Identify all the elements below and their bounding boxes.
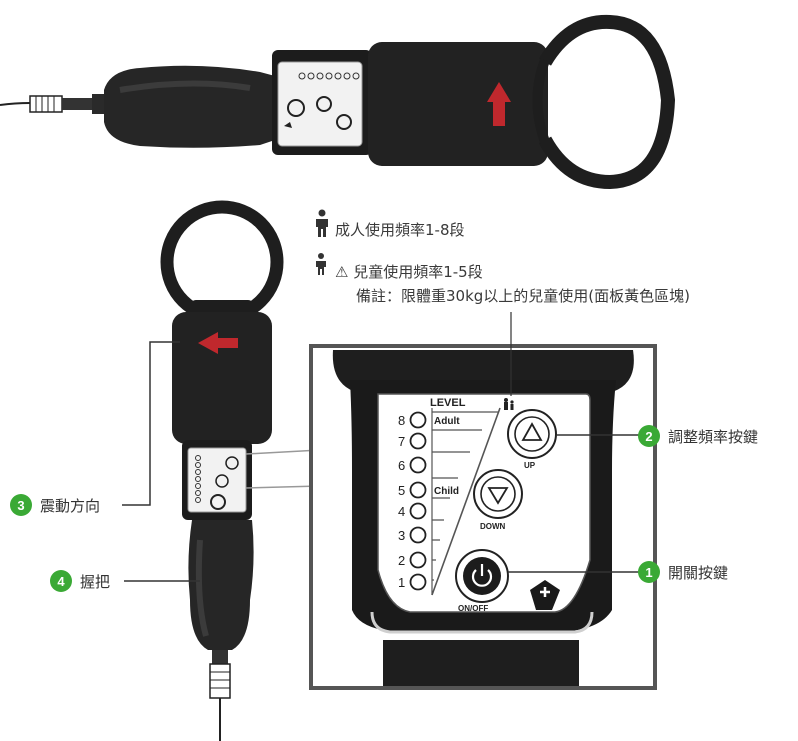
device-vertical — [160, 200, 284, 741]
level-number-7: 7 — [398, 434, 405, 449]
up-button[interactable] — [507, 409, 557, 459]
callout-power: 1 開關按鍵 — [638, 561, 728, 583]
down-label: DOWN — [480, 522, 506, 531]
callout-line-3 — [122, 341, 180, 506]
child-person-icon — [316, 253, 326, 275]
cable-top — [0, 102, 31, 106]
device-horizontal — [0, 14, 676, 190]
legend-adult-text: 成人使用頻率1-8段 — [335, 221, 465, 239]
callout-adjust: 2 調整頻率按鍵 — [638, 425, 758, 447]
adult-person-icon — [316, 209, 328, 237]
level-ladder — [432, 411, 498, 581]
device-body-left — [172, 312, 272, 444]
level-number-6: 6 — [398, 458, 405, 473]
legend-note-text: 備註：限體重30kg以上的兒童使用(面板黃色區塊) — [356, 287, 691, 305]
led-column — [409, 411, 427, 591]
ring-top — [538, 14, 676, 190]
device-body-top — [368, 42, 548, 166]
level-title: LEVEL — [430, 397, 466, 409]
callout-label: 調整頻率按鍵 — [668, 427, 759, 446]
power-label: ON/OFF — [458, 604, 488, 613]
callout-label: 握把 — [80, 572, 111, 591]
zoom-panel: 8 7 6 5 4 3 2 1 LEVEL Adult Child UP — [332, 350, 634, 686]
zoom-line-lower — [245, 485, 321, 489]
level-number-2: 2 — [398, 553, 405, 568]
callout-badge: 2 — [638, 425, 660, 447]
callout-badge: 4 — [50, 570, 72, 592]
callout-label: 開關按鍵 — [668, 563, 729, 582]
brand-logo-icon — [530, 580, 560, 610]
people-icon — [504, 398, 514, 410]
up-label: UP — [524, 461, 536, 470]
level-slope — [431, 407, 501, 596]
callout-badge: 3 — [10, 494, 32, 516]
connector-left — [209, 663, 231, 699]
level-number-4: 4 — [398, 504, 405, 519]
level-number-1: 1 — [398, 575, 405, 590]
power-icon — [471, 564, 493, 587]
callout-label: 震動方向 — [40, 496, 101, 515]
head-top-leds — [298, 72, 360, 80]
power-button[interactable] — [455, 549, 509, 603]
level-number-3: 3 — [398, 528, 405, 543]
callout-badge: 1 — [638, 561, 660, 583]
legend-child-text: ⚠ 兒童使用頻率1-5段 — [335, 263, 483, 281]
direction-arrow-icon — [487, 82, 511, 126]
level-number-5: 5 — [398, 483, 405, 498]
zoom-line-upper — [245, 449, 321, 455]
down-button[interactable] — [473, 469, 523, 519]
grip-top — [104, 65, 275, 148]
adult-tag: Adult — [434, 416, 460, 427]
level-number-8: 8 — [398, 413, 405, 428]
child-tag: Child — [434, 486, 459, 497]
direction-arrow-left-icon — [198, 332, 238, 354]
up-triangle-icon — [521, 422, 543, 441]
callout-direction: 3 震動方向 — [10, 494, 100, 516]
down-triangle-icon — [487, 487, 509, 505]
callout-grip: 4 握把 — [50, 570, 110, 592]
connector-top — [29, 95, 63, 113]
